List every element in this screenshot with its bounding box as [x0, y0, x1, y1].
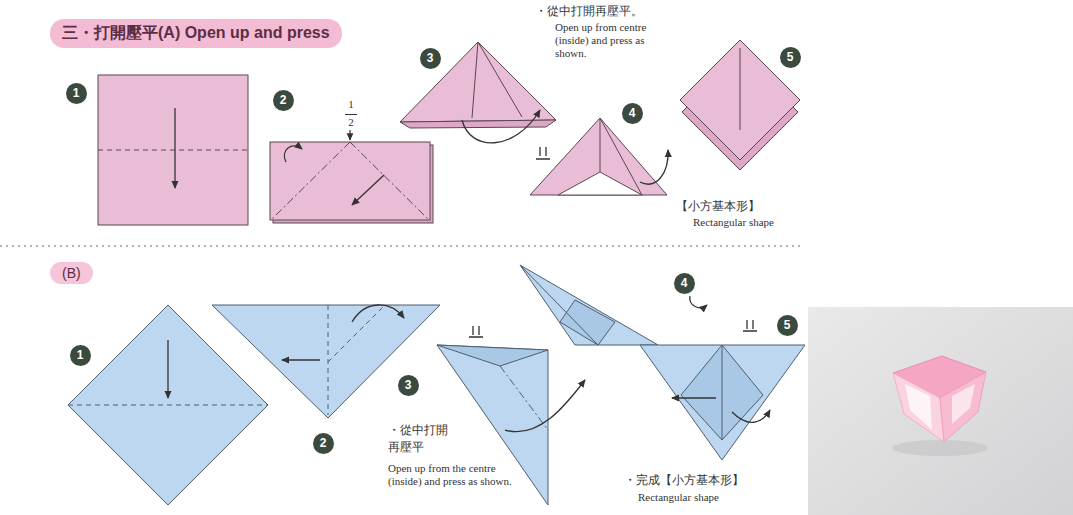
fold-line [68, 405, 268, 406]
fold-line [328, 306, 384, 362]
paper-flap [437, 345, 548, 366]
step-number: 5 [780, 47, 801, 68]
section-label: (B) [62, 265, 81, 281]
paper-square [560, 300, 615, 345]
paper-diamond [68, 305, 268, 505]
paper-triangle [400, 42, 556, 122]
step-number: 4 [622, 103, 643, 124]
fold-arrow [167, 340, 168, 398]
step-number: 4 [674, 273, 695, 294]
step-number: 5 [777, 315, 798, 336]
callout-number: 5 [780, 47, 801, 68]
fold-arrow [282, 359, 320, 360]
step-number: 3 [398, 375, 419, 396]
press-symbol [743, 320, 757, 331]
crease-line [478, 42, 522, 117]
fold-line [350, 142, 428, 219]
step-number: 3 [420, 48, 441, 69]
crease-line [600, 118, 601, 172]
crease-line [472, 42, 478, 118]
callout-number: 5 [777, 315, 798, 336]
section-divider [0, 245, 800, 247]
callout-number: 1 [70, 345, 91, 366]
origami-layer [952, 384, 975, 424]
callout-number: 4 [622, 103, 643, 124]
callout-number: 2 [273, 90, 294, 111]
step-number: 1 [70, 345, 91, 366]
fraction-bar [345, 114, 357, 115]
crease-line [520, 265, 598, 345]
fold-line [98, 150, 248, 151]
instruction-note: ・從中打開 再壓平 [388, 422, 456, 457]
shape-name: Rectangular shape [693, 216, 774, 229]
fold-line [500, 366, 548, 430]
turn-arrow [690, 296, 707, 308]
paper-triangle [212, 305, 440, 418]
shape-name: ・完成【小方基本形】 [624, 473, 744, 487]
origami-front [893, 373, 944, 442]
press-symbol [469, 326, 483, 337]
crease-line [722, 345, 723, 440]
fold-arrow [732, 410, 770, 422]
paper-triangle [640, 345, 805, 460]
paper-square [681, 345, 763, 440]
photo-shadow [892, 440, 988, 456]
paper-square [98, 75, 248, 225]
callout-number: 2 [313, 433, 334, 454]
step-number: 2 [273, 90, 294, 111]
instruction-note: Open up from the centre (inside) and pre… [388, 462, 523, 488]
fraction-numerator: 1 [344, 98, 358, 111]
step-number: 1 [66, 83, 87, 104]
origami-layer [905, 384, 932, 430]
paper-triangle [520, 265, 658, 345]
fold-arrow [672, 397, 716, 398]
section-badge: (B) [50, 262, 93, 284]
turn-arrow [284, 146, 302, 162]
fold-arrow [352, 175, 384, 205]
press-symbol [536, 147, 550, 159]
instruction-note: Open up from centre (inside) and press a… [555, 21, 673, 61]
callout-number: 4 [674, 273, 695, 294]
shape-name: 【小方基本形】 [676, 199, 760, 213]
photo-background [808, 307, 1073, 515]
turn-arrow [352, 305, 404, 322]
origami-side [940, 372, 986, 442]
pointer-arrow [349, 130, 350, 140]
paper-rectangle [270, 142, 430, 220]
paper-diamond [680, 40, 800, 160]
fraction-denominator: 2 [344, 116, 358, 129]
crease-line [740, 48, 741, 130]
fold-line [328, 305, 329, 415]
paper-inside [558, 172, 642, 195]
open-arrow [505, 380, 585, 432]
shape-name: Rectangular shape [638, 491, 719, 504]
callout-number: 3 [398, 375, 419, 396]
fold-line [272, 142, 350, 219]
crease-line [600, 118, 642, 195]
open-arrow [462, 110, 540, 143]
section-title: 三・打開壓平(A) Open up and press [50, 19, 342, 48]
callout-number: 3 [420, 48, 441, 69]
instruction-note: ・從中打開再壓平。 [535, 4, 643, 18]
open-arrow [640, 150, 668, 184]
fold-arrow [174, 108, 175, 188]
step-number: 2 [313, 433, 334, 454]
callout-number: 1 [66, 83, 87, 104]
